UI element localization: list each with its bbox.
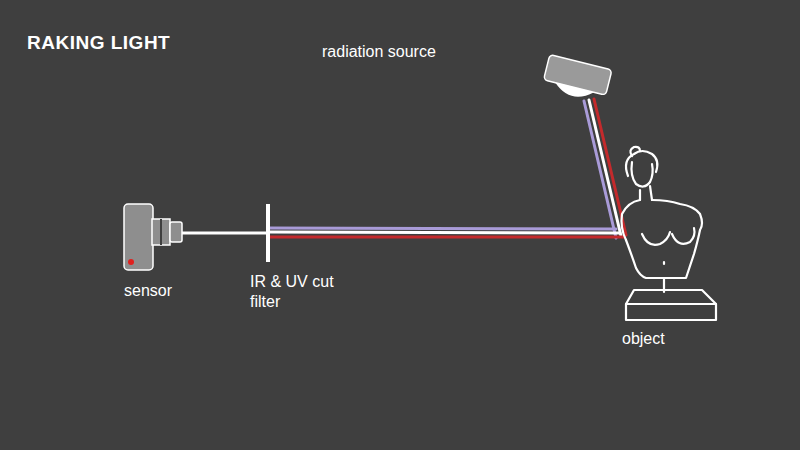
lamp-icon (541, 54, 612, 103)
source-label: radiation source (322, 42, 436, 62)
diagram-title: RAKING LIGHT (27, 33, 170, 53)
object-label: object (622, 329, 665, 349)
camera-icon (124, 204, 182, 270)
filter-label: IR & UV cut filter (250, 272, 360, 312)
filtered-beam (182, 232, 268, 235)
statue-icon (622, 147, 717, 320)
incident-beam (584, 99, 626, 238)
sensor-label: sensor (124, 281, 172, 301)
reflected-beam (268, 228, 624, 237)
filter-plate (266, 204, 270, 262)
